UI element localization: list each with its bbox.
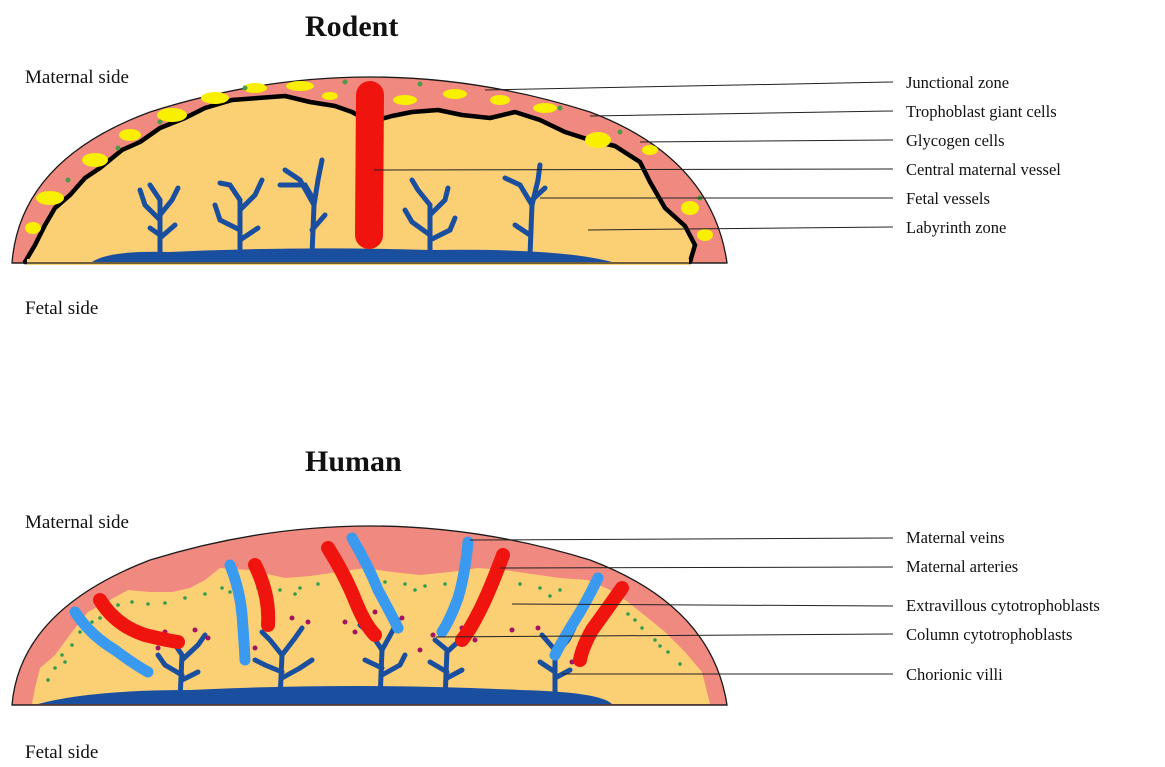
rodent-diagram: Rodent Maternal side Fetal side: [12, 10, 1061, 319]
rodent-central-maternal-vessel: [369, 95, 370, 235]
human-title: Human: [305, 445, 402, 478]
rodent-fetal-side-label: Fetal side: [25, 298, 98, 319]
human-diagram: Human Maternal side Fetal side: [12, 445, 1100, 763]
human-fetal-side-label: Fetal side: [25, 742, 98, 763]
label-labyrinth-zone: Labyrinth zone: [906, 218, 1006, 237]
label-fetal-vessels: Fetal vessels: [906, 189, 990, 208]
label-maternal-arteries: Maternal arteries: [906, 557, 1018, 576]
rodent-title: Rodent: [305, 10, 398, 43]
label-trophoblast-giant-cells: Trophoblast giant cells: [906, 102, 1057, 121]
label-maternal-veins: Maternal veins: [906, 528, 1005, 547]
human-maternal-side-label: Maternal side: [25, 512, 129, 533]
label-column-cytotrophoblasts: Column cytotrophoblasts: [906, 625, 1072, 644]
label-extravillous-cytotrophoblasts: Extravillous cytotrophoblasts: [906, 596, 1100, 615]
label-central-maternal-vessel: Central maternal vessel: [906, 160, 1061, 179]
label-junctional-zone: Junctional zone: [906, 73, 1009, 92]
rodent-maternal-side-label: Maternal side: [25, 67, 129, 88]
label-glycogen-cells: Glycogen cells: [906, 131, 1005, 150]
label-chorionic-villi: Chorionic villi: [906, 665, 1003, 684]
